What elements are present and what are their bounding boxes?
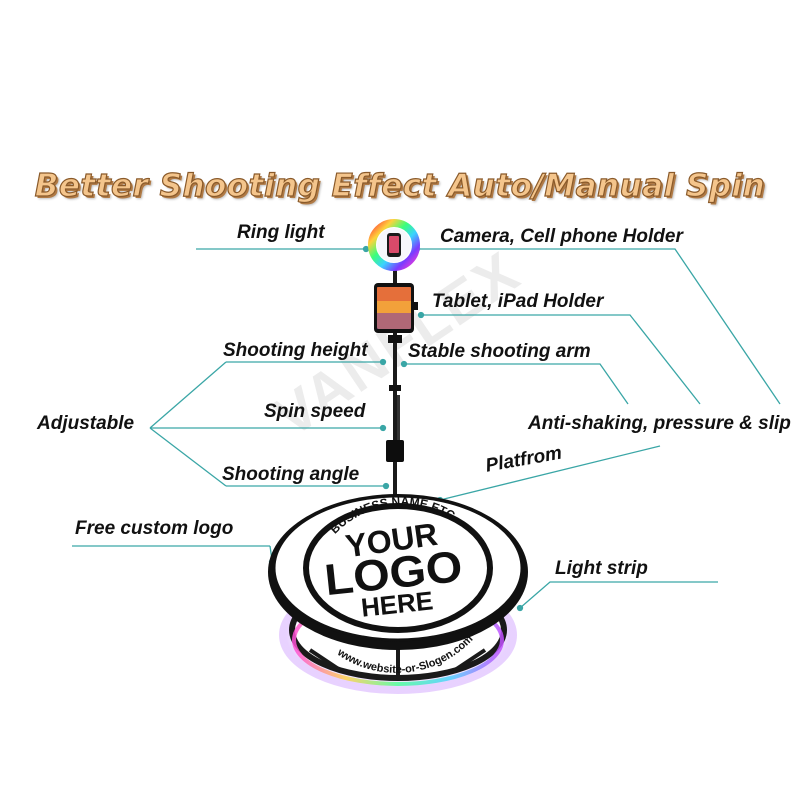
leader-adjustable-down — [149, 427, 227, 487]
leader-light-strip — [519, 581, 718, 609]
label-free-logo: Free custom logo — [75, 518, 234, 539]
label-spin-speed: Spin speed — [264, 401, 366, 422]
page-title: Better Shooting Effect Auto/Manual Spin — [34, 167, 766, 204]
label-adjustable: Adjustable — [37, 413, 135, 434]
label-shooting-height: Shooting height — [223, 340, 368, 361]
leader-camera — [417, 248, 781, 405]
label-ring-light: Ring light — [237, 222, 325, 243]
label-light-strip: Light strip — [555, 558, 648, 579]
label-shooting-angle: Shooting angle — [222, 464, 360, 485]
label-stable-arm: Stable shooting arm — [408, 341, 591, 362]
leader-dot — [362, 245, 370, 253]
tablet-holder — [374, 283, 418, 333]
label-tablet-holder: Tablet, iPad Holder — [432, 291, 604, 312]
leader-lines — [72, 245, 781, 612]
leader-adjustable-up — [149, 361, 227, 429]
leader-stable-arm — [404, 363, 629, 405]
ring-light — [368, 219, 420, 271]
platform — [268, 494, 528, 694]
label-camera-holder: Camera, Cell phone Holder — [440, 226, 683, 247]
leader-platform — [439, 445, 661, 501]
leader-tablet — [421, 314, 701, 405]
label-anti-shaking: Anti-shaking, pressure & slip — [528, 413, 791, 434]
stand-pole — [386, 270, 404, 506]
